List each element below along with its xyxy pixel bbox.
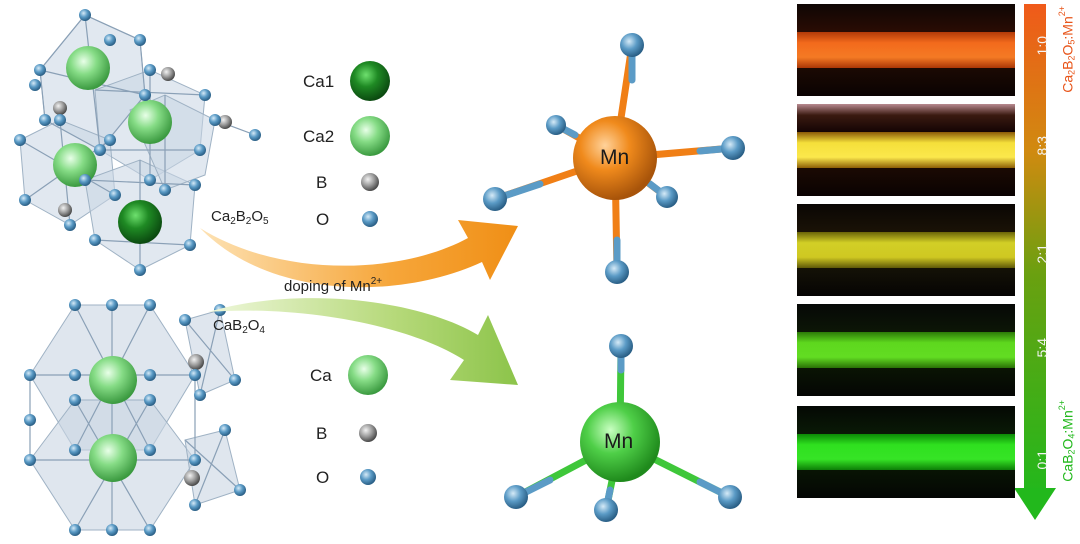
legend-ca-sphere	[348, 355, 388, 395]
ratio-label-3: 2:1	[1034, 244, 1050, 264]
legend-label-ca1: Ca1	[303, 72, 335, 91]
ratio-label-4: 5:4	[1034, 338, 1050, 358]
legend-o2-sphere	[360, 469, 376, 485]
ratio-label-2: 8:3	[1034, 136, 1050, 156]
doping-label: doping of Mn2+	[284, 276, 383, 295]
cab2o4-crystal-structure	[24, 299, 246, 536]
emission-panel-3	[797, 204, 1015, 296]
mn-label-tetrahedral: Mn	[604, 430, 634, 453]
legend-label-b: B	[316, 173, 328, 192]
emission-band-yellow	[797, 132, 1015, 168]
legend-label-o-bottom: O	[316, 468, 330, 487]
ratio-label-1: 1:0	[1034, 36, 1050, 56]
legend-o-sphere	[362, 211, 378, 227]
emission-panel-4	[797, 304, 1015, 396]
emission-panel-1	[797, 4, 1015, 96]
bar-label-cab2o4-mn: CaB2O4:Mn2+	[1057, 400, 1077, 482]
legend-label-ca: Ca	[310, 366, 332, 385]
ca2b2o5-crystal-structure	[14, 9, 261, 276]
formula-cab2o4: CaB2O4	[213, 317, 265, 336]
legend-ca1-sphere	[350, 61, 390, 101]
composition-gradient-bar	[1024, 4, 1046, 496]
mn-octahedral-site	[483, 33, 745, 284]
legend-label-b-bottom: B	[316, 424, 328, 443]
ratio-label-5: 0:1	[1034, 450, 1050, 470]
emission-band-green	[797, 434, 1015, 470]
legend-b2-sphere	[359, 424, 377, 442]
legend-spheres	[348, 61, 390, 485]
legend-label-o: O	[316, 210, 330, 229]
emission-band-olive	[797, 232, 1015, 268]
emission-band-orange	[797, 32, 1015, 68]
emission-band-lime	[797, 332, 1015, 368]
mn-label-octahedral: Mn	[600, 146, 630, 169]
mn-tetrahedral-site	[504, 334, 742, 522]
gradient-arrow-head	[1014, 488, 1056, 520]
legend-b-sphere	[361, 173, 379, 191]
bar-label-ca2b2o5-mn: Ca2B2O5:Mn2+	[1057, 6, 1077, 93]
emission-panel-2	[797, 104, 1015, 196]
emission-panel-5	[797, 406, 1015, 498]
legend-ca2-sphere	[350, 116, 390, 156]
green-arrow	[208, 298, 518, 385]
formula-ca2b2o5: Ca2B2O5	[211, 208, 269, 227]
legend-label-ca2: Ca2	[303, 127, 335, 146]
orange-arrow	[200, 220, 518, 288]
